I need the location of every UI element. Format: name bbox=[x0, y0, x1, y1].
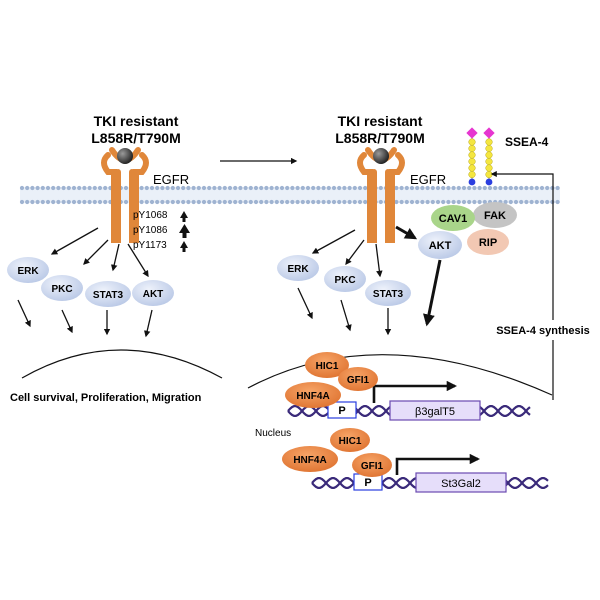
thick-arrow-to-akt bbox=[395, 225, 418, 240]
right-title-line1: TKI resistant bbox=[338, 113, 423, 129]
right-pkc-label: PKC bbox=[334, 275, 355, 286]
effector-akt-left: AKT bbox=[132, 280, 174, 306]
gene-box-1 bbox=[389, 400, 481, 421]
effector-pkc-right: PKC bbox=[324, 266, 366, 292]
gene2-locus: P St3Gal2 HNF4A HIC1 GFI1 bbox=[282, 428, 549, 493]
nucleus-label: Nucleus bbox=[255, 428, 291, 439]
right-nucleus-arc bbox=[247, 354, 553, 396]
left-signal-arrows bbox=[17, 227, 153, 338]
rip-node bbox=[467, 229, 509, 255]
tf-hnf4a-1-label: HNF4A bbox=[296, 391, 329, 402]
rip-label: RIP bbox=[479, 237, 497, 249]
gene-box-2 bbox=[415, 472, 507, 493]
effector-pkc-left: PKC bbox=[41, 275, 83, 301]
ligand-ball bbox=[117, 148, 133, 164]
synthesis-label: SSEA-4 synthesis bbox=[496, 325, 590, 337]
tf-hnf4a-1 bbox=[285, 382, 341, 408]
tf-hic1-1-label: HIC1 bbox=[316, 361, 339, 372]
synthesis-label-bg bbox=[488, 320, 600, 340]
phospho-up-arrows bbox=[179, 211, 190, 252]
phospho-site-3: pY1173 bbox=[133, 240, 167, 251]
fak-node bbox=[473, 202, 517, 228]
akt-node bbox=[418, 231, 462, 259]
tf-hic1-2-label: HIC1 bbox=[339, 436, 362, 447]
effector-stat3-right: STAT3 bbox=[365, 280, 411, 306]
right-erk-label: ERK bbox=[287, 264, 309, 275]
thick-arrow-akt-to-nucleus bbox=[423, 259, 442, 327]
left-outcome-text: Cell survival, Proliferation, Migration bbox=[10, 392, 202, 404]
right-title-line2: L858R/T790M bbox=[335, 130, 424, 146]
ligand-ball-right bbox=[373, 148, 389, 164]
effector-erk-label: ERK bbox=[17, 266, 39, 277]
tf-gfi1-1-label: GFI1 bbox=[347, 375, 370, 386]
right-signal-arrows bbox=[297, 229, 392, 336]
effector-erk-left: ERK bbox=[7, 257, 49, 283]
effector-stat3-left: STAT3 bbox=[85, 281, 131, 307]
tf-hic1-1 bbox=[305, 352, 349, 378]
left-title-line2: L858R/T790M bbox=[91, 130, 180, 146]
tf-gfi1-1 bbox=[338, 367, 378, 391]
ssea4-label: SSEA-4 bbox=[505, 135, 549, 149]
cav1-node bbox=[431, 205, 475, 231]
egfr-receptor-left bbox=[101, 147, 149, 243]
promoter-label-2: P bbox=[364, 477, 371, 489]
right-panel: TKI resistant L858R/T790M EGFR SSEA-4 FA… bbox=[247, 113, 600, 493]
effector-pkc-label: PKC bbox=[51, 284, 72, 295]
left-nucleus-arc bbox=[21, 349, 223, 379]
right-egfr-label: EGFR bbox=[410, 172, 446, 187]
left-egfr-label: EGFR bbox=[153, 172, 189, 187]
cell-membrane bbox=[19, 185, 560, 205]
tf-hnf4a-2 bbox=[282, 446, 338, 472]
gene1-locus: P β3galT5 HNF4A HIC1 GFI1 bbox=[285, 352, 531, 421]
akt-label: AKT bbox=[429, 240, 452, 252]
promoter-label-1: P bbox=[338, 405, 345, 417]
gene-label-1: β3galT5 bbox=[415, 406, 455, 418]
tf-hic1-2 bbox=[330, 428, 370, 452]
tf-hnf4a-2-label: HNF4A bbox=[293, 455, 326, 466]
gene-label-2: St3Gal2 bbox=[441, 478, 481, 490]
fak-label: FAK bbox=[484, 210, 506, 222]
left-title-line1: TKI resistant bbox=[94, 113, 179, 129]
effector-erk-right: ERK bbox=[277, 255, 319, 281]
tf-gfi1-2-label: GFI1 bbox=[361, 461, 384, 472]
phospho-site-1: pY1068 bbox=[133, 210, 168, 221]
effector-akt-label: AKT bbox=[143, 289, 164, 300]
egfr-receptor-right bbox=[357, 147, 405, 243]
tf-gfi1-2 bbox=[352, 453, 392, 477]
signaling-complex: FAK CAV1 RIP AKT bbox=[418, 202, 517, 259]
transcription-arrow-2 bbox=[395, 453, 481, 475]
effector-stat3-label: STAT3 bbox=[93, 290, 124, 301]
phospho-site-2: pY1086 bbox=[133, 225, 168, 236]
left-panel: TKI resistant L858R/T790M EGFR pY1068 pY… bbox=[7, 113, 223, 404]
right-stat3-label: STAT3 bbox=[373, 289, 404, 300]
cav1-label: CAV1 bbox=[439, 213, 468, 225]
promoter-box-1 bbox=[327, 401, 357, 419]
ssea4-glycolipid bbox=[466, 127, 495, 186]
